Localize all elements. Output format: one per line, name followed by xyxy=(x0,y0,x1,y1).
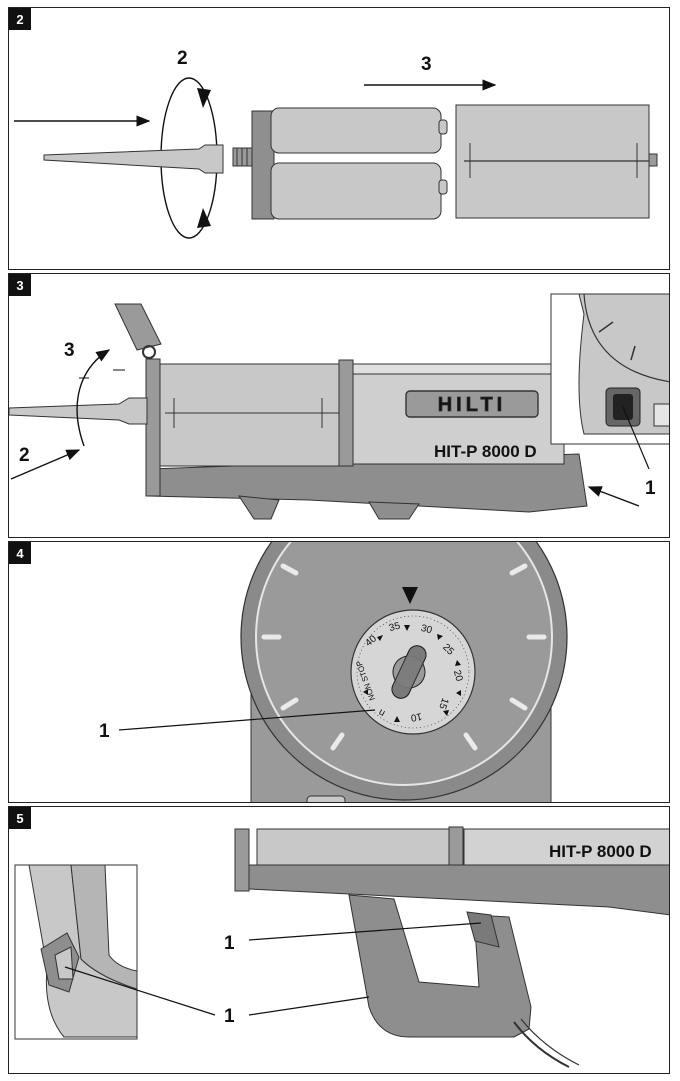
foil-pack-holder-inserted xyxy=(158,363,340,467)
brand-logo: HILTI xyxy=(438,394,507,416)
panel-5-illustration: HIT-P 8000 D 1 1 xyxy=(14,826,669,1068)
dial-label-10: 10 xyxy=(409,710,422,723)
panel-number-2: 2 xyxy=(9,8,31,30)
dial-label-30: 30 xyxy=(420,623,434,637)
push-arrow xyxy=(10,449,81,480)
dial-label-35: 35 xyxy=(388,620,402,634)
callout-insert-3: 3 xyxy=(421,54,432,75)
brand-logo-plate xyxy=(405,390,539,418)
panel-3-illustration: HILTI HIT-P 8000 D 3 2 1 xyxy=(9,293,669,520)
dial-pointer xyxy=(402,587,418,604)
panel-2-illustration: 2 3 xyxy=(14,48,658,239)
mixer-nozzle xyxy=(43,144,224,174)
callout-trigger-2: 1 xyxy=(224,1006,235,1027)
release-pointer xyxy=(587,486,640,507)
dispenser-side-view xyxy=(234,826,669,1068)
panel-number-4: 4 xyxy=(9,542,31,564)
panel-4: 4 40 35 30 25 20 15 10 n xyxy=(8,541,670,803)
trigger-callout-line-1 xyxy=(248,922,482,941)
callout-rotate-3: 3 xyxy=(64,340,75,361)
panel-3: 3 HILTI HIT-P 8000 D xyxy=(8,273,670,538)
model-label: HIT-P 8000 D xyxy=(549,842,652,861)
model-label: HIT-P 8000 D xyxy=(434,442,537,461)
callout-rotate-2: 2 xyxy=(177,48,188,69)
panel-number-3: 3 xyxy=(9,274,31,296)
callout-push-2: 2 xyxy=(19,445,30,466)
dial-label-15: 15 xyxy=(436,696,450,711)
dial-tick-marks xyxy=(261,563,547,751)
rotation-arrow xyxy=(76,349,111,447)
trigger-inset xyxy=(14,864,138,1040)
mixer-nozzle-attached xyxy=(9,397,148,425)
panel-4-illustration: 40 35 30 25 20 15 10 n NON STOP 1 xyxy=(99,542,568,802)
callout-dial-1: 1 xyxy=(99,721,110,742)
dial-callout-line xyxy=(118,709,376,731)
foil-pack xyxy=(251,107,448,220)
handle xyxy=(348,894,532,1038)
foil-pack-holder xyxy=(455,104,658,219)
panel-5: 5 HIT-P 8000 D 1 1 xyxy=(8,806,670,1074)
carrying-strap xyxy=(114,303,162,351)
dial-knob xyxy=(391,645,427,699)
release-button-inset xyxy=(550,293,669,445)
dial-label-20: 20 xyxy=(451,669,465,683)
panel-2: 2 2 3 xyxy=(8,7,670,270)
dial-label-n: n xyxy=(377,706,387,718)
callout-release-1: 1 xyxy=(645,478,656,499)
trigger-callout-line-2 xyxy=(248,996,370,1016)
panel-number-5: 5 xyxy=(9,807,31,829)
callout-trigger-1: 1 xyxy=(224,933,235,954)
